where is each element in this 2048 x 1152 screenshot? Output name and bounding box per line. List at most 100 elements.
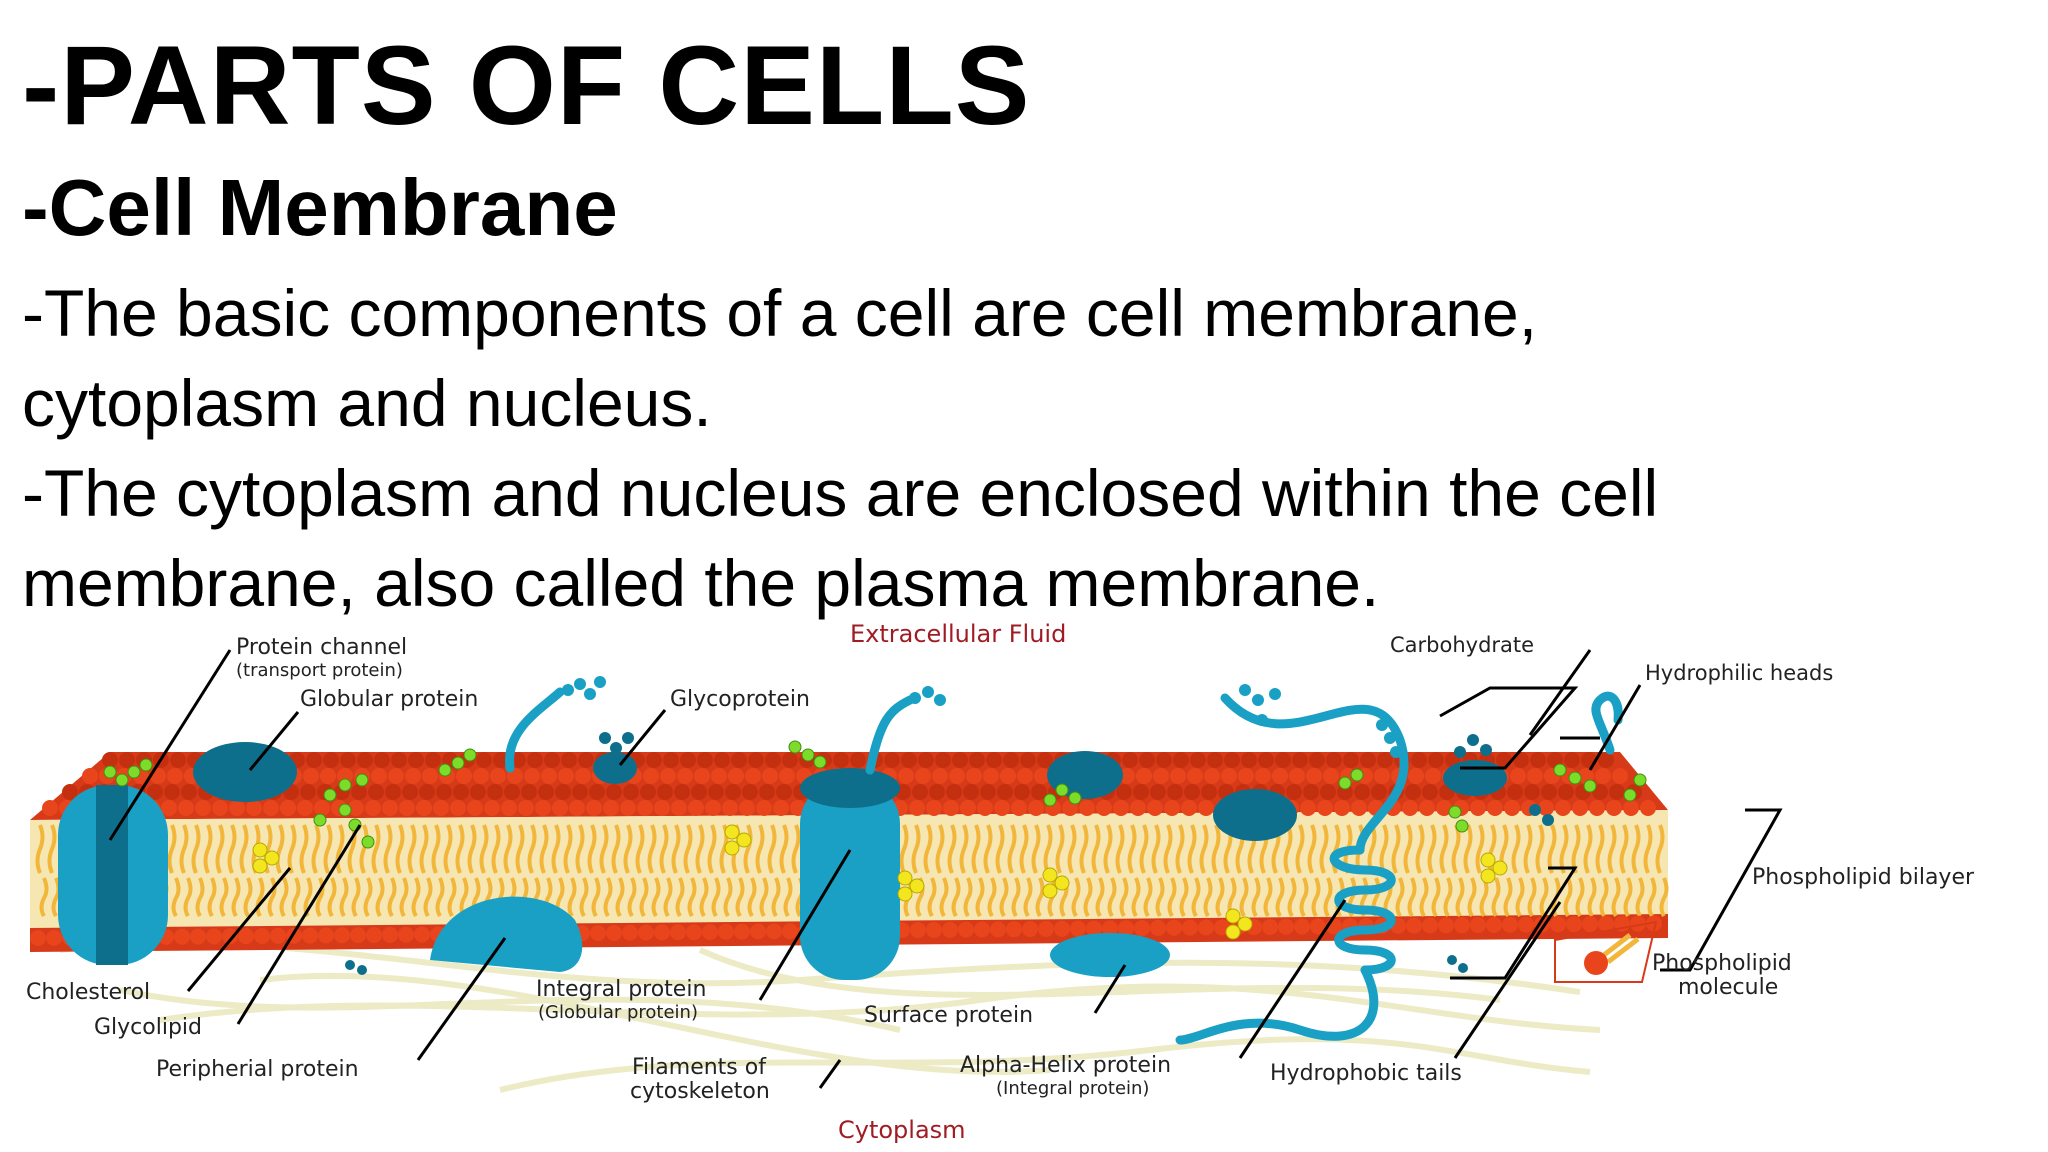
- phospholipid-head: [714, 752, 730, 768]
- phospholipid-head: [561, 752, 577, 768]
- label-cholesterol: Cholesterol: [26, 980, 150, 1005]
- phospholipid-head: [388, 768, 404, 784]
- phospholipid-tail: [675, 877, 685, 918]
- phospholipid-head: [745, 768, 761, 784]
- label-globular-protein: Globular protein: [300, 687, 478, 712]
- phospholipid-tail: [203, 824, 213, 874]
- phospholipid-tail: [611, 824, 621, 874]
- phospholipid-head: [711, 768, 727, 784]
- phospholipid-head: [759, 784, 775, 800]
- phospholipid-tail: [995, 824, 1005, 874]
- phospholipid-tail: [947, 824, 957, 874]
- phospholipid-head: [1360, 752, 1376, 768]
- phospholipid-head: [1164, 800, 1180, 816]
- phospholipid-head: [147, 784, 163, 800]
- phospholipid-tail: [927, 877, 937, 918]
- phospholipid-head: [1527, 768, 1543, 784]
- phospholipid-head: [1153, 768, 1169, 784]
- phospholipid-head: [416, 800, 432, 816]
- phospholipid-tail: [1023, 877, 1033, 918]
- phospholipid-tail: [275, 824, 285, 874]
- label-surface-protein: Surface protein: [864, 1003, 1033, 1028]
- phospholipid-head: [544, 752, 560, 768]
- phospholipid-head: [718, 923, 734, 940]
- phospholipid-head: [366, 926, 382, 943]
- phospholipid-head: [456, 768, 472, 784]
- phospholipid-tail: [195, 877, 205, 918]
- phospholipid-head: [527, 752, 543, 768]
- phospholipid-tail: [183, 877, 193, 918]
- hydrophilic-chain: [1591, 691, 1623, 755]
- phospholipid-tail: [527, 824, 537, 874]
- phospholipid-tail: [603, 877, 613, 918]
- phospholipid-tail: [1251, 877, 1261, 918]
- phospholipid-tail: [1623, 877, 1633, 918]
- phospholipid-head: [575, 768, 591, 784]
- phospholipid-head: [351, 784, 367, 800]
- phospholipid-tail: [639, 877, 649, 918]
- phospholipid-tail: [503, 824, 513, 874]
- phospholipid-head: [1238, 768, 1254, 784]
- phospholipid-head: [1405, 784, 1421, 800]
- phospholipid-head: [206, 928, 222, 945]
- phospholipid-head: [901, 752, 917, 768]
- phospholipid-head: [46, 929, 62, 946]
- phospholipid-tail: [1455, 877, 1465, 918]
- phospholipid-head: [1006, 921, 1022, 938]
- phospholipid-head: [314, 800, 330, 816]
- phospholipid-tail: [1467, 877, 1477, 918]
- phospholipid-head: [654, 800, 670, 816]
- phospholipid-head: [1428, 752, 1444, 768]
- phospholipid-head: [1510, 768, 1526, 784]
- phospholipid-tail: [699, 877, 709, 918]
- phospholipid-head: [1502, 916, 1518, 933]
- phospholipid-tail: [711, 877, 721, 918]
- phospholipid-head: [1182, 919, 1198, 936]
- phospholipid-tail: [579, 877, 589, 918]
- phospholipid-tail: [1151, 824, 1161, 874]
- phospholipid-tail: [515, 824, 525, 874]
- carbohydrate-chains: [103, 740, 1647, 849]
- phospholipid-head: [708, 784, 724, 800]
- phospholipid-tail: [959, 824, 969, 874]
- phospholipid-head: [368, 784, 384, 800]
- phospholipid-head: [1286, 784, 1302, 800]
- phospholipid-tail: [767, 824, 777, 874]
- phospholipid-head: [691, 784, 707, 800]
- phospholipid-head: [637, 800, 653, 816]
- phospholipid-head: [1224, 752, 1240, 768]
- carbohydrate-dark: [345, 732, 1554, 975]
- phospholipid-head: [190, 928, 206, 945]
- phospholipid-head: [270, 927, 286, 944]
- phospholipid-tail: [615, 877, 625, 918]
- phospholipid-head: [702, 923, 718, 940]
- phospholipid-tail: [1187, 824, 1197, 874]
- phospholipid-tail: [1515, 877, 1525, 918]
- phospholipid-head: [119, 752, 135, 768]
- phospholipid-tail: [1379, 824, 1389, 874]
- phospholipid-head: [318, 927, 334, 944]
- phospholipid-head: [756, 800, 772, 816]
- phospholipid-head: [436, 784, 452, 800]
- phospholipid-head: [680, 752, 696, 768]
- phospholipid-head: [320, 768, 336, 784]
- phospholipid-head: [977, 800, 993, 816]
- phospholipid-tail: [563, 824, 573, 874]
- phospholipid-head: [1134, 920, 1150, 937]
- phospholipid-head: [414, 926, 430, 943]
- phospholipid-tail: [575, 824, 585, 874]
- phospholipid-tail: [467, 824, 477, 874]
- phospholipid-head: [994, 800, 1010, 816]
- label-alpha-helix-sub: (Integral protein): [996, 1078, 1149, 1099]
- phospholipid-head: [535, 800, 551, 816]
- phospholipid-tail: [1559, 824, 1569, 874]
- phospholipid-head: [552, 800, 568, 816]
- phospholipid-tail: [1523, 824, 1533, 874]
- phospholipid-head: [303, 768, 319, 784]
- phospholipid-tail: [407, 824, 417, 874]
- phospholipid-head: [969, 752, 985, 768]
- phospholipid-head: [30, 930, 46, 946]
- paragraph-line: -The cytoplasm and nucleus are enclosed …: [22, 456, 1659, 530]
- phospholipid-tail: [1607, 824, 1617, 874]
- phospholipid-head: [646, 752, 662, 768]
